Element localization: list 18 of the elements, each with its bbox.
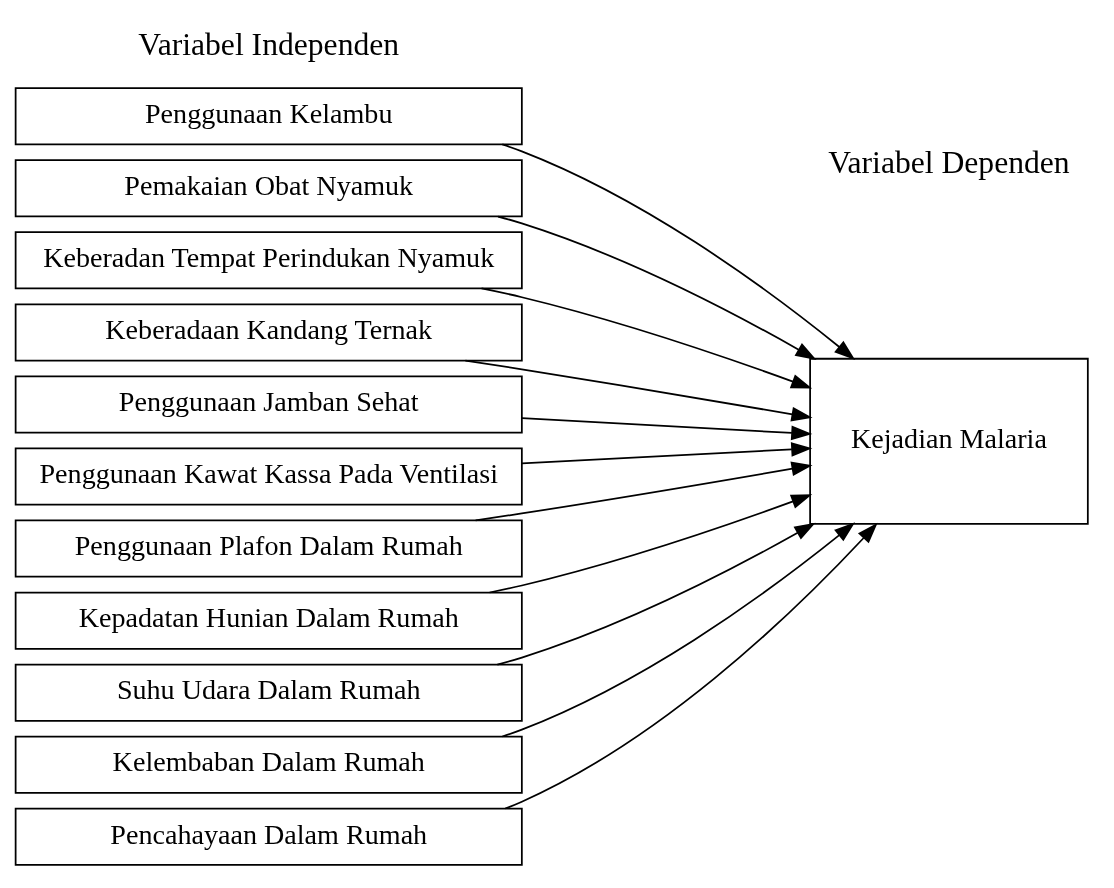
arrow (501, 522, 856, 738)
node-box: Kelembaban Dalam Rumah (14, 735, 523, 794)
node-box: Penggunaan Kawat Kassa Pada Ventilasi (14, 447, 523, 506)
node-box: Pencahayaan Dalam Rumah (14, 807, 523, 866)
node-box: Pemakaian Obat Nyamuk (14, 159, 523, 218)
arrow (521, 442, 813, 465)
arrow (501, 143, 856, 360)
arrow (521, 417, 813, 441)
node-box: Kepadatan Hunian Dalam Rumah (14, 591, 523, 650)
node-box: Kejadian Malaria (809, 357, 1089, 525)
node-box: Penggunaan Kelambu (14, 87, 523, 146)
node-box: Keberadaan Kandang Ternak (14, 303, 523, 362)
node-box: Keberadan Tempat Perindukan Nyamuk (14, 231, 523, 290)
node-box: Suhu Udara Dalam Rumah (14, 663, 523, 722)
label: Variabel Independen (138, 27, 400, 63)
node-box: Penggunaan Jamban Sehat (14, 375, 523, 434)
label: Variabel Dependen (828, 145, 1070, 181)
node-box: Penggunaan Plafon Dalam Rumah (14, 519, 523, 578)
